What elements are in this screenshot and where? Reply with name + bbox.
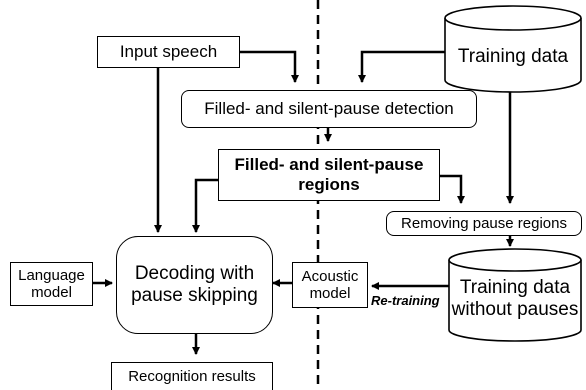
training-data-without-pauses-label: Training data without pauses	[451, 277, 579, 320]
training-data-without-pauses-cylinder	[448, 248, 582, 342]
input-speech-label: Input speech	[119, 42, 218, 62]
decoding-label: Decoding with pause skipping	[131, 263, 258, 306]
pause-detection-label: Filled- and silent-pause detection	[204, 99, 454, 119]
retraining-annotation: Re-training	[371, 293, 440, 308]
removing-pause-regions-box: Removing pause regions	[386, 211, 582, 236]
input-speech-box: Input speech	[97, 36, 240, 68]
arrow-training-to-detection	[358, 50, 445, 83]
arrow-input-to-detection	[240, 50, 299, 83]
recognition-results-label: Recognition results	[128, 367, 256, 385]
arrow-regions-to-decoding	[192, 178, 218, 233]
pause-regions-label: Filled- and silent-pause regions	[234, 155, 424, 194]
training-data-label: Training data	[457, 46, 569, 68]
decoding-box: Decoding with pause skipping	[116, 236, 273, 334]
training-data-cylinder	[444, 5, 582, 93]
recognition-results-box: Recognition results	[111, 362, 273, 390]
language-model-box: Language model	[10, 262, 93, 306]
acoustic-model-box: Acoustic model	[292, 262, 368, 308]
removing-pause-regions-label: Removing pause regions	[401, 214, 567, 232]
language-model-label: Language model	[18, 266, 85, 301]
pause-regions-box: Filled- and silent-pause regions	[218, 149, 440, 201]
pause-detection-box: Filled- and silent-pause detection	[181, 90, 477, 128]
arrow-regions-to-removing	[440, 174, 465, 204]
acoustic-model-label: Acoustic model	[301, 267, 359, 302]
